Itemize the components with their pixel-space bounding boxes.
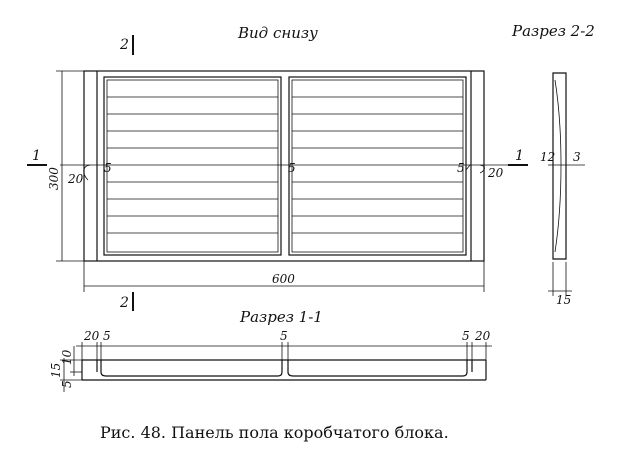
- svg-text:600: 600: [272, 272, 295, 286]
- dim-sec22-right: 3: [573, 150, 581, 164]
- dim-length: 600: [83, 261, 485, 292]
- dim-sec11-h-upper: 10: [60, 349, 74, 365]
- dim-sec11-right-rib: 5: [462, 329, 470, 343]
- leader-left-edge: [83, 164, 91, 181]
- svg-text:1: 1: [515, 148, 524, 164]
- dim-sec11-center-rib: 5: [280, 329, 288, 343]
- dim-right-edge: 20: [487, 166, 504, 180]
- svg-text:2: 2: [119, 295, 129, 311]
- dim-sec22-left: 12: [540, 150, 555, 164]
- cut-1-left-marker: 1: [27, 148, 47, 166]
- dim-center-rib: 5: [288, 161, 296, 175]
- svg-text:300: 300: [47, 167, 61, 190]
- dim-sec11-left-edge: 20: [83, 329, 100, 343]
- leader-right-edge: [479, 164, 485, 174]
- slats-left: [107, 96, 278, 234]
- dim-sec11-left-rib: 5: [103, 329, 111, 343]
- cut-1-right-marker: 1: [508, 148, 528, 166]
- figure-caption: Рис. 48. Панель пола коробчатого блока.: [100, 423, 449, 442]
- dim-sec11-h-total: 15: [49, 363, 63, 378]
- leader-right-rib: [465, 164, 471, 171]
- slats-right: [292, 96, 463, 234]
- dim-sec11-h-lower: 5: [60, 380, 74, 388]
- section-1-1-drawing: [60, 342, 492, 392]
- svg-text:1: 1: [32, 148, 41, 164]
- cut-2-bottom-marker: 2: [119, 292, 134, 311]
- svg-text:2: 2: [119, 37, 129, 53]
- dim-height: 300: [47, 70, 84, 262]
- title-bottom-view: Вид снизу: [237, 24, 318, 42]
- dim-sec11-right-edge: 20: [474, 329, 491, 343]
- dim-sec22-bottom: 15: [556, 293, 571, 307]
- title-section-1-1: Разрез 1-1: [239, 308, 323, 326]
- dim-left-edge: 20: [67, 172, 84, 186]
- panel-plan-view: [60, 70, 510, 262]
- section-2-2-drawing: 12 3 15: [540, 72, 585, 307]
- title-section-2-2: Разрез 2-2: [511, 22, 595, 40]
- cut-2-top-marker: 2: [119, 35, 134, 55]
- dim-right-rib: 5: [457, 161, 465, 175]
- dim-left-rib: 5: [104, 161, 112, 175]
